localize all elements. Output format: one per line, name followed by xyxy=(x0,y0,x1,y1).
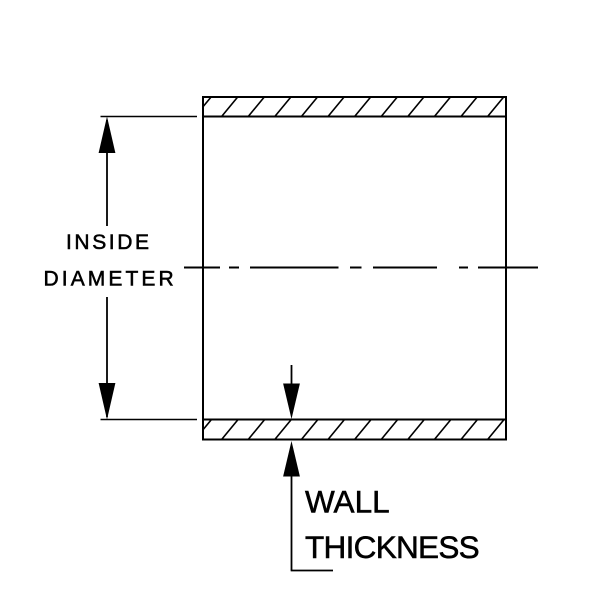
svg-text:THICKNESS: THICKNESS xyxy=(305,529,479,565)
svg-text:DIAMETER: DIAMETER xyxy=(44,268,177,291)
svg-text:INSIDE: INSIDE xyxy=(66,231,152,254)
svg-text:WALL: WALL xyxy=(305,484,390,520)
